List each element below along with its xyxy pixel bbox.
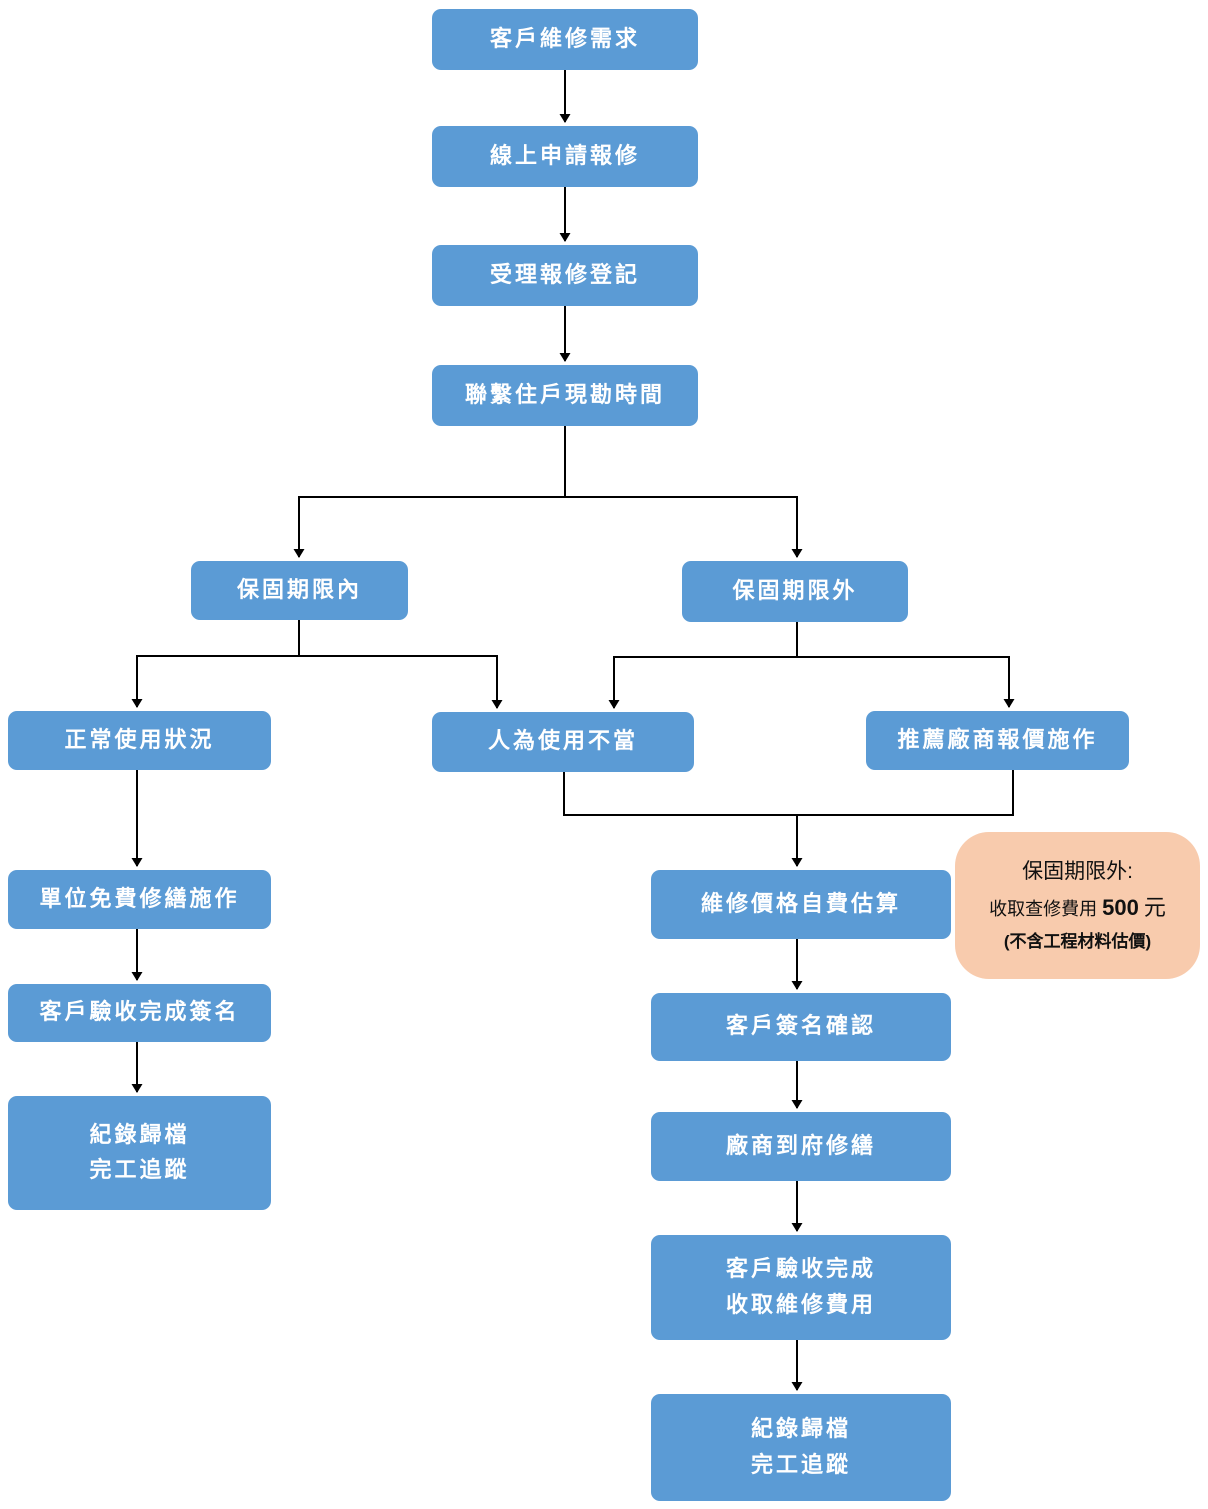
node-contact-resident-label: 聯繫住戶現勘時間 bbox=[464, 381, 665, 408]
node-accept-registration: 受理報修登記 bbox=[432, 245, 698, 306]
node-free-repair-label: 單位免費修繕施作 bbox=[39, 885, 240, 912]
node-archive-left-line-1: 紀錄歸檔 bbox=[89, 1121, 190, 1148]
node-customer-accept-sign: 客戶驗收完成簽名 bbox=[8, 984, 271, 1042]
node-self-pay-estimate: 維修價格自費估算 bbox=[651, 870, 951, 939]
node-archive-right-line-1: 紀錄歸檔 bbox=[750, 1416, 851, 1443]
fee-note-title: 保固期限外: bbox=[1022, 859, 1133, 883]
node-normal-use-label: 正常使用狀況 bbox=[64, 726, 215, 753]
node-customer-request-label: 客戶維修需求 bbox=[489, 25, 640, 52]
node-accept-collect-fee-line-1: 客戶驗收完成 bbox=[725, 1256, 876, 1283]
node-contact-resident: 聯繫住戶現勘時間 bbox=[432, 365, 698, 426]
node-in-warranty: 保固期限內 bbox=[191, 561, 408, 620]
arrow-out-to-improper-use bbox=[608, 656, 797, 709]
fee-note-amount-line: 收取查修費用 500 元 bbox=[989, 888, 1166, 928]
arrow-to-normal-use bbox=[131, 655, 299, 708]
node-archive-left: 紀錄歸檔 完工追蹤 bbox=[8, 1096, 271, 1210]
connector-merge-to-estimate bbox=[563, 770, 1014, 816]
node-out-warranty: 保固期限外 bbox=[682, 561, 908, 622]
node-improper-use: 人為使用不當 bbox=[432, 712, 694, 772]
fee-note-unit: 元 bbox=[1143, 895, 1166, 921]
node-recommend-vendor-label: 推薦廠商報價施作 bbox=[897, 726, 1098, 753]
node-recommend-vendor: 推薦廠商報價施作 bbox=[866, 711, 1129, 770]
node-normal-use: 正常使用狀況 bbox=[8, 711, 271, 770]
node-archive-right-line-2: 完工追蹤 bbox=[750, 1451, 851, 1478]
fee-note-amount: 500 bbox=[1102, 895, 1139, 921]
node-vendor-home-repair-label: 廠商到府修繕 bbox=[725, 1132, 876, 1159]
node-improper-use-label: 人為使用不當 bbox=[487, 728, 638, 755]
node-free-repair: 單位免費修繕施作 bbox=[8, 870, 271, 929]
node-vendor-home-repair: 廠商到府修繕 bbox=[651, 1112, 951, 1181]
node-in-warranty-label: 保固期限內 bbox=[236, 576, 362, 603]
node-online-application: 線上申請報修 bbox=[432, 126, 698, 187]
node-self-pay-estimate-label: 維修價格自費估算 bbox=[700, 890, 901, 917]
fee-note-prefix: 收取查修費用 bbox=[989, 899, 1098, 920]
arrow-to-recommend-vendor bbox=[797, 656, 1015, 708]
node-archive-right: 紀錄歸檔 完工追蹤 bbox=[651, 1394, 951, 1501]
arrow-to-in-warranty bbox=[293, 496, 565, 558]
node-accept-registration-label: 受理報修登記 bbox=[489, 261, 640, 288]
node-out-warranty-label: 保固期限外 bbox=[732, 577, 858, 604]
node-customer-request: 客戶維修需求 bbox=[432, 9, 698, 70]
arrow-to-improper-use bbox=[299, 655, 503, 709]
node-customer-sign-confirm-label: 客戶簽名確認 bbox=[725, 1013, 876, 1040]
out-of-warranty-fee-note: 保固期限外: 收取查修費用 500 元 (不含工程材料估價) bbox=[955, 832, 1200, 979]
node-customer-sign-confirm: 客戶簽名確認 bbox=[651, 993, 951, 1061]
node-accept-collect-fee: 客戶驗收完成 收取維修費用 bbox=[651, 1235, 951, 1340]
node-online-application-label: 線上申請報修 bbox=[489, 142, 640, 169]
node-accept-collect-fee-line-2: 收取維修費用 bbox=[725, 1291, 876, 1318]
arrow-to-out-warranty bbox=[565, 496, 803, 558]
fee-note-exclusion: (不含工程材料估價) bbox=[1003, 931, 1152, 951]
node-customer-accept-sign-label: 客戶驗收完成簽名 bbox=[39, 999, 240, 1026]
node-archive-left-line-2: 完工追蹤 bbox=[89, 1157, 190, 1183]
